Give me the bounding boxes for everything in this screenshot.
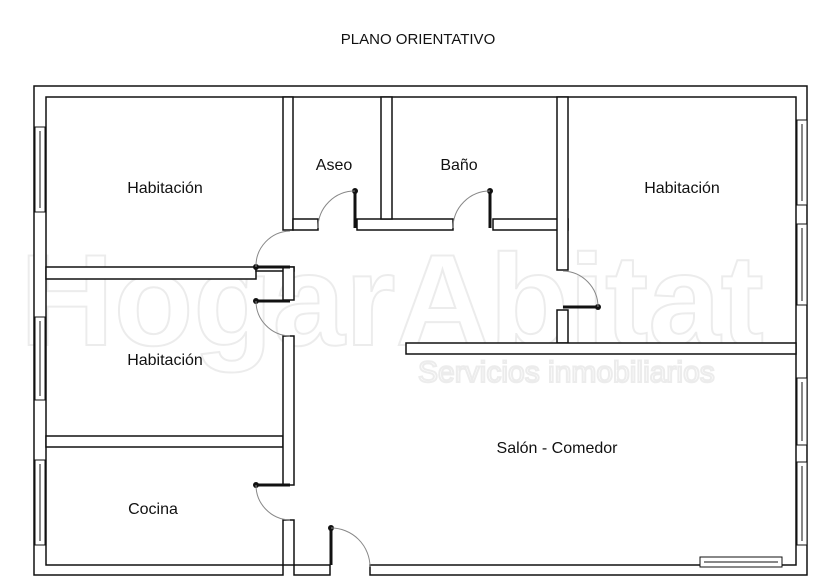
door-aseo bbox=[317, 188, 358, 229]
room-label-cocina: Cocina bbox=[128, 501, 178, 518]
door-habitacion-3 bbox=[562, 270, 601, 310]
interior-walls bbox=[45, 96, 797, 566]
door-habitacion-2 bbox=[253, 298, 291, 337]
entrance-wall-stub bbox=[293, 564, 331, 576]
room-label-habitacion: Habitación bbox=[127, 352, 203, 369]
door-entrance bbox=[328, 525, 371, 568]
door-bano bbox=[452, 188, 493, 229]
door-habitacion-1 bbox=[253, 230, 291, 270]
room-label-aseo: Aseo bbox=[316, 157, 353, 174]
room-label-habitacion: Habitación bbox=[127, 180, 203, 197]
room-label-salon-comedor: Salón - Comedor bbox=[497, 440, 619, 457]
watermark-logo: HogarAbitat Servicios inmobiliarios bbox=[19, 226, 765, 390]
windows bbox=[34, 119, 808, 568]
door-cocina bbox=[253, 482, 291, 521]
outer-wall bbox=[33, 85, 808, 576]
plan-title: PLANO ORIENTATIVO bbox=[341, 31, 495, 48]
doors bbox=[253, 188, 601, 568]
room-label-bano: Baño bbox=[440, 157, 477, 174]
room-label-habitacion: Habitación bbox=[644, 180, 720, 197]
watermark-tagline: Servicios inmobiliarios bbox=[418, 356, 715, 389]
